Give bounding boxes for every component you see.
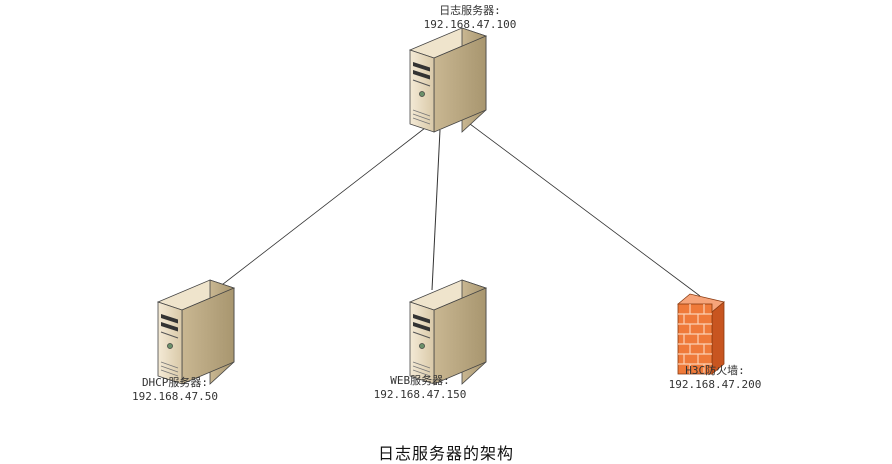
web-server-ip: 192.168.47.150 bbox=[373, 388, 467, 401]
link-log-firewall bbox=[469, 123, 701, 297]
firewall-label: H3C防火墙: 192.168.47.200 bbox=[655, 364, 775, 392]
firewall-name: H3C防火墙: bbox=[685, 364, 745, 377]
dhcp-server-label: DHCP服务器: 192.168.47.50 bbox=[120, 376, 230, 404]
link-log-web bbox=[431, 129, 441, 291]
web-server-icon bbox=[409, 279, 487, 385]
log-server-name: 日志服务器: bbox=[439, 4, 501, 17]
web-server-name: WEB服务器: bbox=[390, 374, 450, 387]
dhcp-server-name: DHCP服务器: bbox=[141, 376, 209, 389]
web-server-label: WEB服务器: 192.168.47.150 bbox=[360, 374, 480, 402]
dhcp-server-ip: 192.168.47.50 bbox=[131, 390, 219, 403]
log-server-label: 日志服务器: 192.168.47.100 bbox=[410, 4, 530, 32]
log-server-icon bbox=[409, 27, 487, 133]
firewall-icon bbox=[677, 293, 725, 375]
dhcp-server-icon bbox=[157, 279, 235, 385]
link-log-dhcp bbox=[204, 127, 426, 299]
diagram-caption: 日志服务器的架构 bbox=[377, 444, 514, 463]
firewall-ip: 192.168.47.200 bbox=[668, 378, 762, 391]
log-server-ip: 192.168.47.100 bbox=[423, 18, 517, 31]
